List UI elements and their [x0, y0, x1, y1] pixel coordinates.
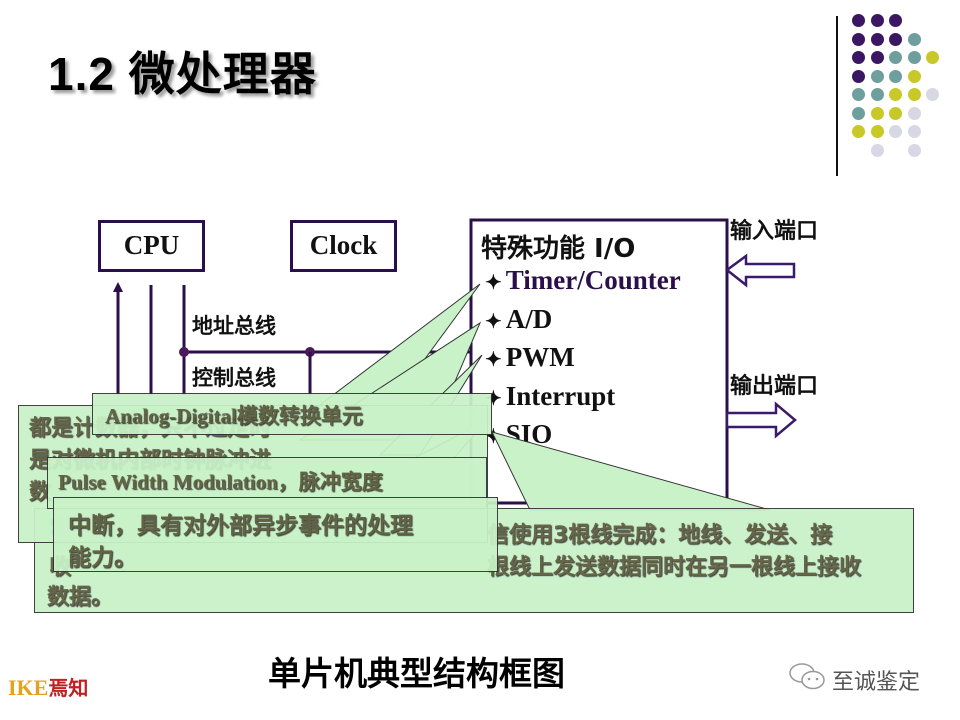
decorative-dot: [907, 143, 921, 157]
decorative-dot: [870, 125, 884, 138]
slide-title: 1.2 微处理器: [48, 48, 317, 100]
decorative-dot: [870, 69, 884, 83]
decorative-dot: [870, 143, 884, 157]
decorative-dot: [889, 88, 902, 101]
input-arrow-icon: [724, 253, 796, 288]
decorative-dot: [889, 32, 902, 46]
decorative-dot: [852, 88, 865, 101]
decorative-dot: [889, 106, 902, 120]
decorative-dot: [889, 51, 902, 64]
decorative-dot: [870, 32, 884, 46]
special-io-box: 特殊功能 I/O ✦Timer/Counter ✦A/D ✦PWM ✦Inter…: [471, 220, 727, 503]
io-item-adc: ✦A/D: [485, 304, 553, 334]
decorative-dot: [870, 14, 884, 27]
star-bullet-icon: ✦: [485, 349, 502, 371]
output-port-label: 输出端口: [730, 374, 819, 399]
logo-latin: IKE: [8, 675, 49, 700]
cpu-label: CPU: [123, 230, 180, 260]
decorative-divider: [836, 16, 838, 176]
decorative-dot: [889, 14, 902, 27]
decorative-dot: [852, 14, 865, 27]
io-item-timer: ✦Timer/Counter: [485, 265, 681, 295]
decorative-dot: [907, 106, 921, 120]
address-bus-label: 地址总线: [192, 314, 276, 338]
wechat-watermark: 至诚鉴定: [788, 662, 920, 698]
callout-interrupt: 中断，具有对外部异步事件的处理 能力。: [53, 497, 498, 572]
decorative-dot: [889, 69, 902, 83]
decorative-dot-grid: [852, 14, 952, 164]
wechat-account-name: 至诚鉴定: [832, 670, 921, 695]
cpu-box: CPU: [98, 220, 205, 272]
decorative-dot: [852, 106, 865, 120]
decorative-dot: [852, 69, 865, 83]
clock-box: Clock: [290, 220, 397, 272]
arrow-up-icon: [113, 282, 123, 292]
decorative-dot: [852, 51, 865, 64]
decorative-dot: [907, 51, 921, 64]
decorative-dot: [852, 125, 865, 138]
decorative-dot: [907, 125, 921, 138]
io-box-title: 特殊功能 I/O: [481, 234, 636, 264]
decorative-dot: [852, 32, 865, 46]
decorative-dot: [870, 51, 884, 64]
logo-cjk: 焉知: [48, 676, 89, 700]
decorative-dot: [926, 51, 939, 64]
star-bullet-icon: ✦: [485, 272, 502, 294]
callout-pointer-sio: [491, 431, 771, 511]
callout-adc: Analog-Digital模数转换单元: [92, 393, 492, 435]
input-port-label: 输入端口: [730, 219, 819, 244]
decorative-dot: [889, 125, 902, 138]
decorative-dot: [907, 32, 921, 46]
clock-label: Clock: [309, 230, 378, 260]
io-item-pwm: ✦PWM: [485, 342, 575, 372]
decorative-dot: [926, 88, 939, 101]
bus-junction: [179, 347, 189, 357]
star-bullet-icon: ✦: [485, 311, 502, 333]
diagram-caption: 单片机典型结构框图: [268, 654, 565, 693]
output-arrow-icon: [725, 401, 797, 439]
decorative-dot: [907, 88, 921, 101]
ike-logo: IKE焉知: [8, 672, 88, 701]
control-bus-label: 控制总线: [192, 366, 276, 390]
decorative-dot: [870, 106, 884, 120]
decorative-dot: [870, 88, 884, 101]
decorative-dot: [907, 69, 921, 83]
wechat-icon: [788, 662, 826, 698]
